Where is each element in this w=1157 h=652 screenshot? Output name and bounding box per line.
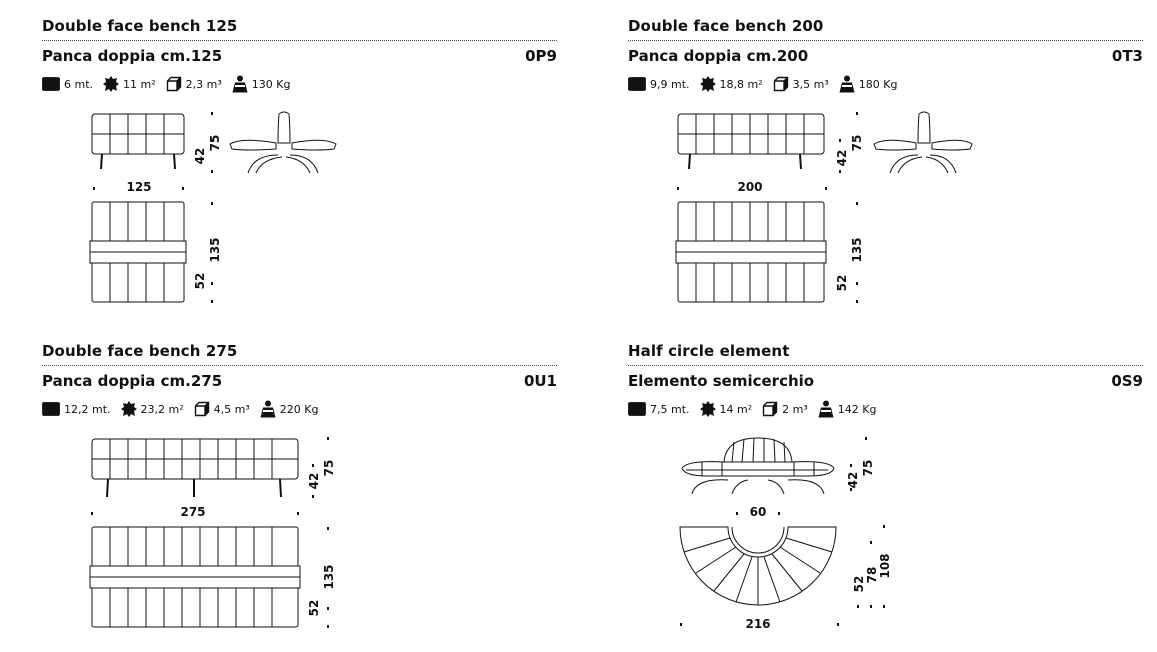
front-view-drawing (91, 113, 185, 170)
dim-height: 75 (322, 460, 336, 477)
dim-depth: 135 (208, 237, 222, 262)
spec-weight: 180 Kg (839, 75, 897, 93)
product-code: 0U1 (523, 372, 557, 390)
dimension-ticks (91, 437, 329, 628)
spec-volume: 2 m³ (762, 401, 808, 417)
side-view-drawing (229, 111, 337, 174)
dim-depth: 135 (322, 564, 336, 589)
spec-leather: 14 m² (700, 401, 752, 417)
spec-row: 7,5 mt. 14 m² 2 m³ 142 Kg (628, 400, 880, 418)
technical-drawing: 200 75 42 135 52 (675, 111, 973, 303)
product-subtitle: Panca doppia cm.125 (42, 47, 223, 65)
dim-seat: 42 (307, 473, 321, 490)
technical-drawing: 60 75 42 216 108 78 52 (679, 437, 892, 631)
product-code: 0P9 (525, 47, 557, 65)
product-code: 0T3 (1111, 47, 1143, 65)
product-card-bench-125: Double face bench 125 Panca doppia cm.12… (42, 17, 557, 327)
dim-height: 75 (861, 460, 875, 477)
dim-mid-depth: 78 (865, 567, 879, 584)
product-subtitle: Panca doppia cm.275 (42, 372, 223, 390)
front-view-drawing (677, 113, 825, 170)
spec-leather: 18,8 m² (700, 76, 763, 92)
spec-leather: 23,2 m² (121, 401, 184, 417)
dotted-divider (42, 40, 557, 41)
dim-seat: 42 (835, 150, 849, 167)
spec-fabric: 6 mt. (42, 77, 93, 91)
dim-seat: 42 (193, 148, 207, 165)
dimension-ticks (93, 112, 213, 303)
spec-weight: 130 Kg (232, 75, 290, 93)
spec-fabric: 7,5 mt. (628, 402, 690, 416)
dim-depth: 135 (850, 237, 864, 262)
spec-row: 6 mt. 11 m² 2,3 m³ 130 Kg (42, 75, 294, 93)
top-view-drawing (89, 526, 301, 628)
dim-half-depth: 52 (852, 576, 866, 593)
technical-drawing: 125 75 42 135 52 (89, 111, 337, 303)
dim-height: 75 (208, 135, 222, 152)
dim-width: 200 (737, 180, 762, 194)
technical-drawing: 275 75 42 135 52 (89, 437, 336, 628)
product-title: Double face bench 200 (628, 17, 824, 35)
dim-inner: 60 (750, 505, 767, 519)
spec-row: 9,9 mt. 18,8 m² 3,5 m³ 180 Kg (628, 75, 901, 93)
spec-volume: 3,5 m³ (773, 76, 829, 92)
spec-volume: 4,5 m³ (194, 401, 250, 417)
product-title: Half circle element (628, 342, 790, 360)
dim-seat: 42 (846, 472, 860, 489)
dim-half-depth: 52 (193, 273, 207, 290)
product-card-half-circle: Half circle element Elemento semicerchio… (628, 342, 1143, 652)
top-view-drawing (675, 201, 827, 303)
spec-weight: 220 Kg (260, 400, 318, 418)
product-title: Double face bench 275 (42, 342, 238, 360)
dim-width: 275 (180, 505, 205, 519)
product-card-bench-275: Double face bench 275 Panca doppia cm.27… (42, 342, 557, 652)
product-title: Double face bench 125 (42, 17, 238, 35)
dim-outer: 216 (745, 617, 770, 631)
spec-weight: 142 Kg (818, 400, 876, 418)
spec-volume: 2,3 m³ (166, 76, 222, 92)
dotted-divider (628, 365, 1143, 366)
front-view-drawing (91, 438, 299, 498)
dim-width: 125 (126, 180, 151, 194)
dimension-ticks (680, 437, 885, 626)
product-subtitle: Elemento semicerchio (628, 372, 815, 390)
product-code: 0S9 (1111, 372, 1143, 390)
dotted-divider (42, 365, 557, 366)
spec-fabric: 9,9 mt. (628, 77, 690, 91)
spec-row: 12,2 mt. 23,2 m² 4,5 m³ 220 Kg (42, 400, 322, 418)
spec-leather: 11 m² (103, 76, 156, 92)
top-view-drawing (89, 201, 187, 303)
dimension-ticks (677, 112, 858, 303)
dim-half-depth: 52 (835, 275, 849, 292)
product-subtitle: Panca doppia cm.200 (628, 47, 809, 65)
dim-height: 75 (850, 135, 864, 152)
top-view-drawing (679, 526, 837, 606)
side-view-drawing (873, 111, 973, 174)
dim-depth: 108 (878, 553, 892, 578)
dim-half-depth: 52 (307, 600, 321, 617)
product-card-bench-200: Double face bench 200 Panca doppia cm.20… (628, 17, 1143, 327)
spec-fabric: 12,2 mt. (42, 402, 111, 416)
front-view-drawing (681, 437, 835, 495)
dotted-divider (628, 40, 1143, 41)
